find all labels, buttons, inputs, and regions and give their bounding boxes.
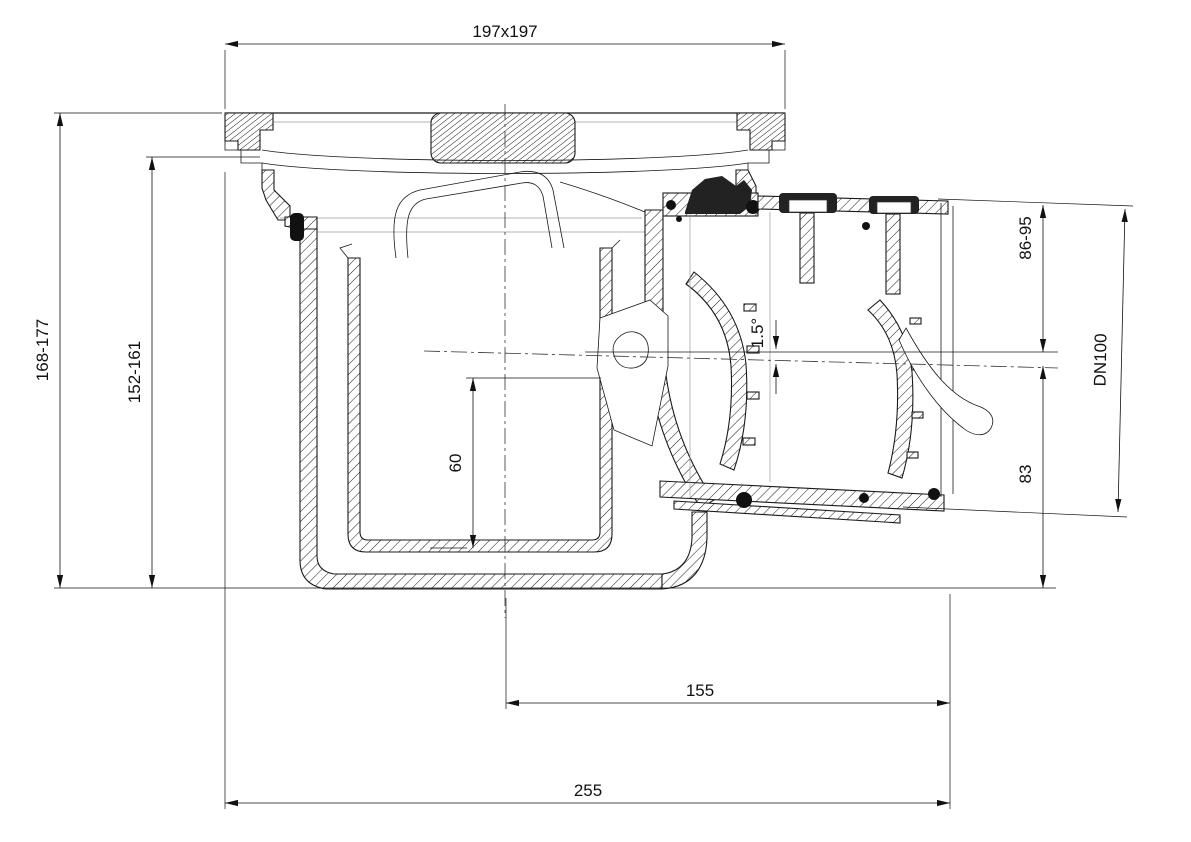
centerlines	[423, 104, 1059, 618]
dim-label-axis-offset: 155	[686, 681, 714, 700]
dimension-slope-1-5deg: 1.5°	[748, 318, 780, 394]
dim-label-pipe: DN100	[1091, 333, 1111, 386]
dim-label-trap-depth: 60	[446, 454, 465, 473]
left-gasket-seal	[290, 213, 304, 241]
bucket-handle	[393, 170, 565, 259]
dim-label-inlet-height: 86-95	[1016, 216, 1035, 259]
dim-label-outlet-bottom: 83	[1016, 465, 1035, 484]
dimension-grate-197x197: 197x197	[224, 22, 786, 109]
dimension-outlet-bottom-83: 83	[1016, 366, 1047, 588]
dimension-total-height-168-177: 168-177	[33, 112, 1056, 589]
outlet-pipe-socket	[659, 193, 994, 524]
dimension-trap-depth-60: 60	[430, 377, 601, 549]
rubber-gasket	[685, 176, 752, 214]
drain-body	[284, 213, 708, 590]
dim-label-slope: 1.5°	[748, 318, 767, 348]
latch-lever	[898, 327, 994, 436]
dimension-length-255: 255	[224, 172, 950, 809]
pipe-axis-centerline	[423, 350, 1059, 369]
dim-label-grate: 197x197	[472, 22, 537, 41]
dim-label-body-height: 152-161	[125, 341, 144, 403]
dimension-axis-offset-155: 155	[505, 594, 951, 809]
sediment-bucket	[339, 239, 621, 553]
outlet-connector	[596, 176, 760, 509]
dimension-body-height-152-161: 152-161	[125, 156, 260, 588]
ball-joint-wall	[685, 271, 748, 471]
dimension-inlet-height-86-95: 86-95	[1016, 205, 1047, 352]
dim-label-total-height: 168-177	[33, 319, 52, 381]
dim-label-length: 255	[574, 781, 602, 800]
dimension-pipe-dn100: DN100	[902, 198, 1134, 518]
